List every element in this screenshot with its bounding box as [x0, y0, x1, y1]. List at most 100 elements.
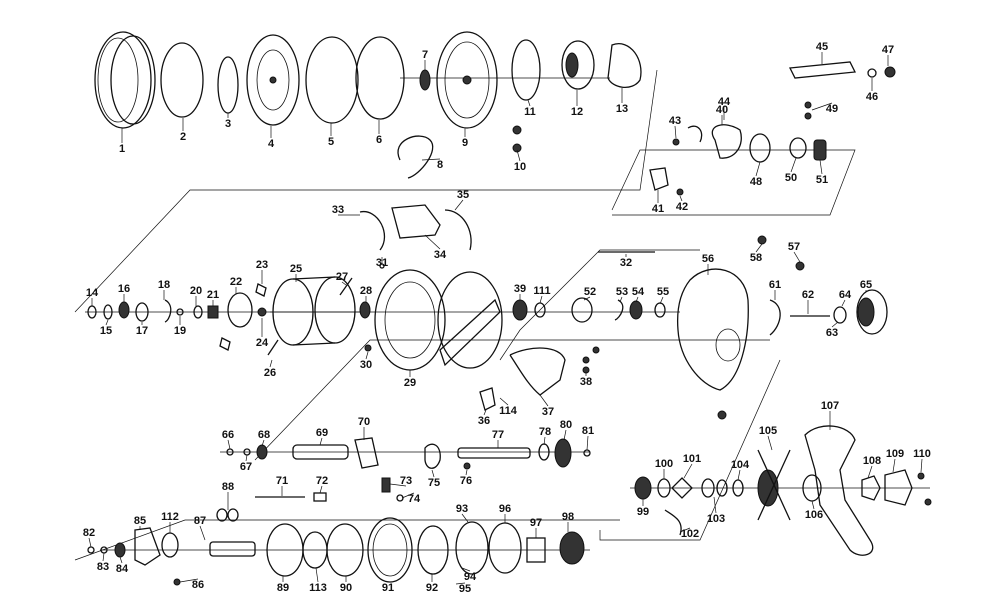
leader-line-81 — [586, 435, 589, 451]
part-45-shape — [788, 61, 857, 79]
leader-line-66 — [227, 439, 231, 450]
leader-line-68 — [261, 439, 265, 447]
part-11-shape — [511, 39, 541, 101]
part-label-15: 15 — [100, 325, 112, 337]
part-label-32: 32 — [620, 257, 632, 269]
part-52-55-shape — [571, 297, 666, 323]
leader-line-15 — [105, 319, 109, 326]
part-1-shape — [94, 31, 156, 129]
leader-line-114 — [499, 397, 509, 406]
part-75-81-shape — [424, 438, 591, 470]
part-5-shape — [305, 36, 359, 124]
part-107-handle — [804, 425, 874, 556]
part-label-75: 75 — [428, 477, 440, 489]
part-label-73: 73 — [400, 475, 412, 487]
part-label-49: 49 — [826, 103, 838, 115]
part-label-20: 20 — [190, 285, 202, 297]
part-57-58-shape — [717, 235, 805, 420]
part-4-shape — [246, 34, 300, 126]
leader-line-108 — [867, 465, 873, 479]
leader-line-103 — [713, 496, 717, 514]
assembly-guide-lines — [74, 69, 930, 561]
part-label-103: 103 — [707, 513, 725, 525]
part-label-16: 16 — [118, 283, 130, 295]
part-label-34: 34 — [434, 249, 447, 261]
part-36-37-38-shape — [479, 346, 600, 411]
part-label-97: 97 — [530, 517, 542, 529]
part-49-shape — [804, 101, 812, 120]
leader-line-80 — [563, 429, 567, 441]
leader-line-109 — [892, 458, 896, 473]
part-label-74: 74 — [408, 493, 421, 505]
part-label-112: 112 — [161, 511, 179, 523]
part-label-111: 111 — [533, 285, 550, 297]
part-label-46: 46 — [866, 91, 878, 103]
part-label-35: 35 — [457, 189, 469, 201]
part-label-9: 9 — [462, 137, 468, 149]
part-label-78: 78 — [539, 426, 551, 438]
part-label-18: 18 — [158, 279, 170, 291]
part-label-66: 66 — [222, 429, 234, 441]
leader-line-93 — [461, 513, 469, 523]
leader-line-64 — [841, 299, 846, 307]
part-label-42: 42 — [676, 201, 688, 213]
leader-line-72 — [319, 485, 323, 494]
part-66-69-shape — [226, 444, 349, 460]
leader-line-51 — [819, 159, 823, 175]
part-label-5: 5 — [328, 136, 334, 148]
part-50-51-shape — [789, 137, 827, 161]
part-label-86: 86 — [192, 579, 204, 591]
part-label-113: 113 — [309, 582, 327, 594]
leader-line-57 — [793, 251, 801, 263]
part-label-8: 8 — [437, 159, 443, 171]
part-label-105: 105 — [759, 425, 777, 437]
part-label-80: 80 — [560, 419, 572, 431]
part-label-17: 17 — [136, 325, 148, 337]
part-label-14: 14 — [86, 287, 99, 299]
part-label-93: 93 — [456, 503, 468, 515]
part-label-76: 76 — [460, 475, 472, 487]
part-label-57: 57 — [788, 241, 800, 253]
part-label-56: 56 — [702, 253, 714, 265]
part-label-64: 64 — [839, 289, 852, 301]
part-label-27: 27 — [336, 271, 348, 283]
part-label-48: 48 — [750, 176, 762, 188]
part-label-95: 95 — [459, 583, 471, 595]
leader-line-78 — [543, 436, 546, 446]
part-label-12: 12 — [571, 106, 583, 118]
leader-line-30 — [365, 351, 369, 360]
part-label-33: 33 — [332, 204, 344, 216]
part-label-7: 7 — [422, 49, 428, 61]
part-label-6: 6 — [376, 134, 382, 146]
part-label-71: 71 — [276, 475, 288, 487]
part-label-114: 114 — [499, 405, 518, 417]
part-label-23: 23 — [256, 259, 268, 271]
part-label-109: 109 — [886, 448, 904, 460]
leader-line-76 — [465, 469, 468, 476]
part-label-88: 88 — [222, 481, 234, 493]
part-label-104: 104 — [731, 459, 750, 471]
part-label-98: 98 — [562, 511, 574, 523]
part-label-81: 81 — [582, 425, 594, 437]
part-label-53: 53 — [616, 286, 628, 298]
part-10-shape — [512, 125, 522, 153]
leader-line-54 — [635, 296, 639, 303]
part-label-44: 44 — [718, 96, 731, 108]
part-label-25: 25 — [290, 263, 302, 275]
leader-line-55 — [659, 296, 664, 305]
leader-line-11 — [527, 99, 531, 107]
part-label-69: 69 — [316, 427, 328, 439]
part-label-45: 45 — [816, 41, 828, 53]
leader-line-43 — [674, 125, 677, 139]
leader-line-113 — [315, 567, 319, 583]
part-label-43: 43 — [669, 115, 681, 127]
part-label-107: 107 — [821, 400, 839, 412]
part-label-26: 26 — [264, 367, 276, 379]
part-label-87: 87 — [194, 515, 206, 527]
part-label-36: 36 — [478, 415, 490, 427]
part-label-84: 84 — [116, 563, 129, 575]
part-label-82: 82 — [83, 527, 95, 539]
part-label-29: 29 — [404, 377, 416, 389]
part-label-22: 22 — [230, 276, 242, 288]
